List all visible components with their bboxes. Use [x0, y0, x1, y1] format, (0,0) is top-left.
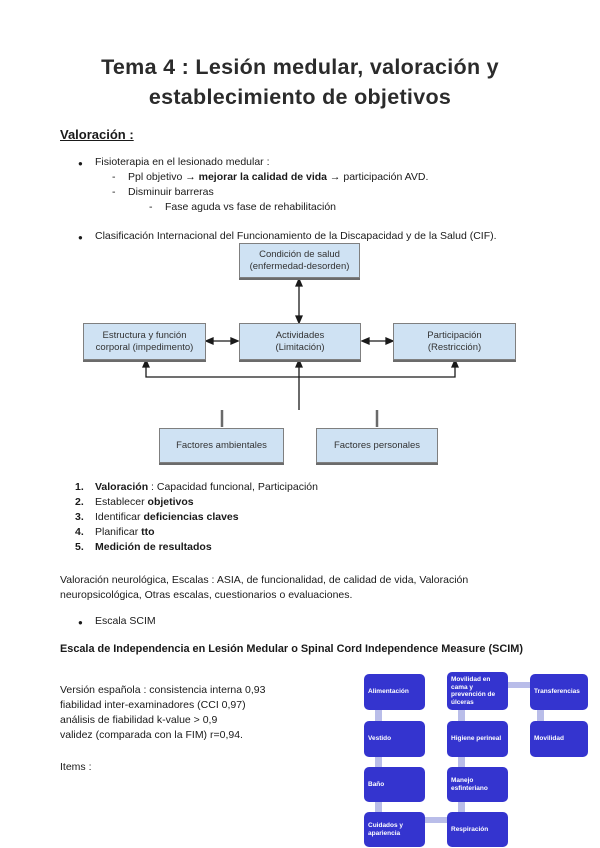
- cif-box-factores-ambientales: Factores ambientales: [159, 428, 284, 463]
- escalas-paragraph: Valoración neurológica, Escalas : ASIA, …: [60, 574, 469, 601]
- step-5: 5.Medición de resultados: [75, 541, 212, 553]
- step-1: 1.Valoración : Capacidad funcional, Part…: [75, 481, 318, 493]
- step-3: 3.Identificar deficiencias claves: [75, 511, 239, 523]
- scim-stat-line: Versión española : consistencia interna …: [60, 684, 266, 696]
- connector: [375, 710, 382, 723]
- scim-heading: Escala de Independencia en Lesión Medula…: [60, 643, 523, 655]
- connector: [537, 710, 544, 723]
- sub-item-objetivo: - Ppl objetivo → mejorar la calidad de v…: [112, 171, 429, 183]
- dash-icon: -: [112, 186, 116, 198]
- sub-item-barreras: - Disminuir barreras: [112, 186, 214, 198]
- scim-box-alimentacion: Alimentación: [364, 674, 425, 710]
- scim-box-vestido: Vestido: [364, 721, 425, 757]
- scim-stat-line: fiabilidad inter-examinadores (CCI 0,97): [60, 699, 246, 711]
- scim-box-bano: Baño: [364, 767, 425, 802]
- bullet-escala-scim: ● Escala SCIM: [78, 615, 156, 627]
- bullet-icon: ●: [78, 159, 83, 168]
- cif-diagram: Condición de salud (enfermedad-desorden)…: [0, 243, 600, 465]
- cif-box-factores-personales: Factores personales: [316, 428, 438, 463]
- connector: [458, 710, 465, 723]
- connector: [425, 817, 447, 823]
- scim-box-transferencias: Transferencias: [530, 674, 588, 710]
- page-title: Tema 4 : Lesión medular, valoración y es…: [0, 52, 600, 112]
- cif-box-actividades: Actividades (Limitación): [239, 323, 361, 360]
- dash-icon: -: [149, 201, 153, 213]
- step-4: 4.Planificar tto: [75, 526, 155, 538]
- page-title-line2: establecimiento de objetivos: [148, 85, 452, 109]
- connector: [508, 682, 530, 688]
- bullet-icon: ●: [78, 618, 83, 627]
- connector: [375, 802, 382, 814]
- scim-box-manejo-esfinteriano: Manejo esfinteriano: [447, 767, 508, 802]
- scim-stat-line: validez (comparada con la FIM) r=0,94.: [60, 729, 243, 741]
- bullet-cif: ● Clasificación Internacional del Funcio…: [78, 230, 497, 242]
- cif-box-participacion: Participación (Restricción): [393, 323, 516, 360]
- step-2: 2.Establecer objetivos: [75, 496, 194, 508]
- connector: [375, 757, 382, 769]
- cif-box-condicion-de-salud: Condición de salud (enfermedad-desorden): [239, 243, 360, 278]
- scim-box-respiracion: Respiración: [447, 812, 508, 847]
- section-heading-valoracion: Valoración :: [60, 127, 134, 142]
- cif-arrows: [142, 277, 459, 427]
- connector: [458, 757, 465, 769]
- dash-icon: -: [112, 171, 116, 183]
- page-title-line1: Tema 4 : Lesión medular, valoración y: [101, 55, 499, 79]
- scim-stats: Versión española : consistencia interna …: [60, 683, 265, 743]
- scim-stat-line: análisis de fiabilidad k-value > 0,9: [60, 714, 218, 726]
- sub-item-fase: - Fase aguda vs fase de rehabilitación: [149, 201, 337, 213]
- scim-diagram: Alimentación Vestido Baño Cuidados y apa…: [360, 670, 596, 848]
- scim-box-movilidad-en-cama: Movilidad en cama y prevención de úlcera…: [447, 672, 508, 710]
- connector: [458, 802, 465, 814]
- scim-box-higiene-perineal: Higiene perineal: [447, 721, 508, 757]
- bullet-icon: ●: [78, 233, 83, 242]
- bullet-fisioterapia: ● Fisioterapia en el lesionado medular :: [78, 156, 270, 168]
- items-label: Items :: [60, 761, 92, 773]
- cif-box-estructura-y-funcion: Estructura y función corporal (impedimen…: [83, 323, 206, 360]
- scim-box-cuidados-y-apariencia: Cuidados y apariencia: [364, 812, 425, 847]
- scim-box-movilidad: Movilidad: [530, 721, 588, 757]
